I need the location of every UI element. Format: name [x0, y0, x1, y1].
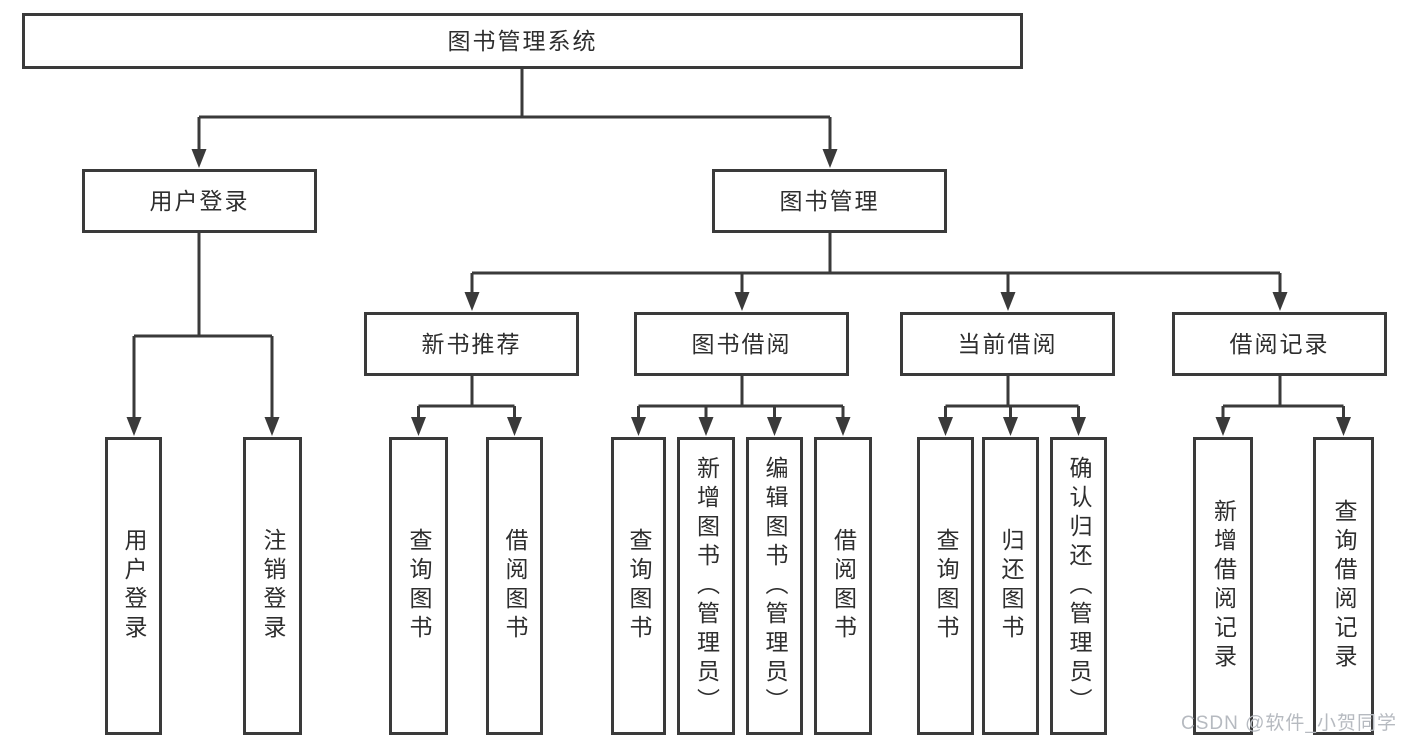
leaf-return-book: 归还图书 [982, 437, 1039, 735]
arrowhead-icon [126, 149, 1351, 436]
connector-lines [132, 69, 1345, 421]
node-root: 图书管理系统 [22, 13, 1023, 69]
leaf-query-book-1: 查询图书 [389, 437, 448, 735]
leaf-query-book-2: 查询图书 [611, 437, 666, 735]
node-current-borrow: 当前借阅 [900, 312, 1115, 376]
node-label: 用户登录 [121, 528, 147, 644]
node-label: 查询图书 [406, 528, 432, 644]
watermark: CSDN @软件_小贺同学 [1181, 713, 1397, 734]
node-label: 注销登录 [260, 528, 286, 644]
node-label: 新书推荐 [421, 330, 522, 357]
leaf-borrow-book-2: 借阅图书 [814, 437, 872, 735]
node-label: 借阅图书 [502, 528, 528, 644]
node-label: 用户登录 [149, 187, 250, 214]
node-label: 归还图书 [998, 528, 1024, 644]
node-new-book-recommend: 新书推荐 [364, 312, 579, 376]
node-label: 图书管理 [779, 187, 880, 214]
leaf-user-login: 用户登录 [105, 437, 162, 735]
node-book-management: 图书管理 [712, 169, 947, 233]
leaf-query-book-3: 查询图书 [917, 437, 974, 735]
node-user-login: 用户登录 [82, 169, 317, 233]
node-label: 编辑图书（管理员） [762, 455, 788, 717]
node-book-borrow: 图书借阅 [634, 312, 849, 376]
node-label: 新增图书（管理员） [693, 455, 720, 717]
node-label: 新增借阅记录 [1210, 499, 1237, 673]
node-borrow-record: 借阅记录 [1172, 312, 1387, 376]
node-label: 当前借阅 [957, 330, 1058, 357]
node-label: 借阅记录 [1229, 330, 1330, 357]
node-label: 图书管理系统 [447, 27, 598, 54]
leaf-add-borrow-record: 新增借阅记录 [1193, 437, 1253, 735]
leaf-confirm-return-admin: 确认归还（管理员） [1050, 437, 1107, 735]
node-label: 查询借阅记录 [1331, 499, 1357, 673]
leaf-add-book-admin: 新增图书（管理员） [677, 437, 735, 735]
node-label: 查询图书 [626, 528, 652, 644]
leaf-borrow-book-1: 借阅图书 [486, 437, 543, 735]
node-label: 查询图书 [933, 528, 959, 644]
node-label: 借阅图书 [830, 528, 857, 644]
node-label: 图书借阅 [691, 330, 792, 357]
leaf-edit-book-admin: 编辑图书（管理员） [746, 437, 803, 735]
node-label: 确认归还（管理员） [1066, 455, 1092, 717]
leaf-query-borrow-record: 查询借阅记录 [1313, 437, 1374, 735]
leaf-logout: 注销登录 [243, 437, 302, 735]
